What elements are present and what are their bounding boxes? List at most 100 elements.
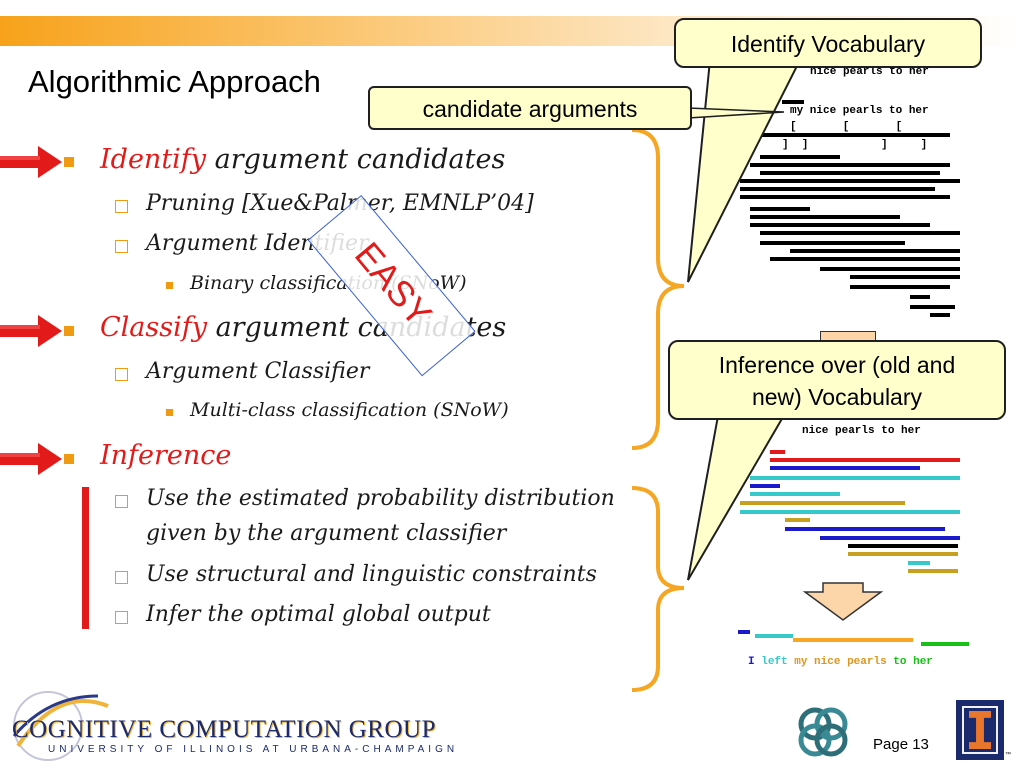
callout-identify-vocabulary: Identify Vocabulary bbox=[674, 18, 982, 68]
red-vertical-bar bbox=[82, 487, 89, 629]
parse-tree-bottom: nice pearls to her bbox=[730, 420, 1024, 580]
tree-bar bbox=[750, 223, 930, 227]
callout-pointer-candidate bbox=[688, 107, 785, 119]
callout-inference-vocabulary: Inference over (old and new) Vocabulary bbox=[668, 340, 1006, 420]
curly-brace-top bbox=[631, 128, 685, 450]
sub-bullet-icon bbox=[115, 571, 128, 584]
tree-bar bbox=[770, 466, 920, 470]
tree-bar bbox=[785, 527, 945, 531]
sub-bullet-estimated-line1: Use the estimated probability distributi… bbox=[146, 486, 615, 511]
tree-bar bbox=[740, 179, 960, 183]
tree-bar bbox=[820, 267, 960, 271]
callout-candidate-arguments: candidate arguments bbox=[368, 86, 692, 130]
tree-bar bbox=[760, 231, 960, 235]
bullet-identify: Identify argument candidates bbox=[100, 144, 505, 175]
word-nice: nice bbox=[814, 656, 841, 668]
result-diagram: I left my nice pearls to her bbox=[735, 626, 1015, 676]
tree-bar bbox=[750, 207, 810, 211]
tree-bar bbox=[760, 241, 905, 245]
word-to: to bbox=[893, 656, 907, 668]
result-bar bbox=[793, 638, 913, 642]
tree-bar bbox=[760, 133, 950, 137]
page-number: Page 13 bbox=[873, 736, 929, 753]
sentence-text: my nice pearls to her bbox=[790, 105, 929, 117]
tree-bar bbox=[740, 501, 905, 505]
word-left: left bbox=[761, 656, 788, 668]
word-my: my bbox=[794, 656, 808, 668]
tree-bar bbox=[760, 171, 940, 175]
sentence-text: nice pearls to her bbox=[802, 425, 921, 437]
callout-text: candidate arguments bbox=[422, 96, 638, 122]
callout-text-line1: Inference over (old and bbox=[718, 352, 956, 378]
word-pearls: pearls bbox=[847, 656, 887, 668]
result-bar bbox=[738, 630, 750, 634]
tree-bar bbox=[785, 518, 810, 522]
down-arrow-icon bbox=[803, 582, 883, 621]
tree-bar bbox=[848, 552, 958, 556]
tree-bar bbox=[750, 476, 960, 480]
sub-bullet-icon bbox=[115, 495, 128, 508]
bullet-emphasis: Identify bbox=[100, 144, 207, 175]
bullet-inference: Inference bbox=[100, 440, 232, 471]
tree-bar bbox=[750, 492, 840, 496]
bullet-emphasis: Classify bbox=[100, 312, 207, 343]
bracket-row: [ [ [ bbox=[790, 121, 903, 133]
bullet-square-icon bbox=[64, 157, 74, 167]
logo-main-text: COGNITIVE COMPUTATION GROUP bbox=[12, 716, 436, 743]
word-her: her bbox=[913, 656, 933, 668]
sentence-text: nice pearls to her bbox=[810, 66, 929, 78]
tree-bar bbox=[770, 450, 785, 454]
callout-pointer-inference bbox=[687, 405, 792, 581]
result-bar bbox=[755, 634, 793, 638]
illinois-i-logo-icon bbox=[956, 700, 1004, 760]
cognitive-computation-group-logo: COGNITIVE COMPUTATION GROUP UNIVERSITY O… bbox=[8, 691, 454, 761]
sub-sub-bullet-icon bbox=[166, 409, 173, 416]
tree-bar bbox=[910, 305, 955, 309]
curly-brace-bottom bbox=[631, 486, 685, 692]
bullet-square-icon bbox=[64, 454, 74, 464]
tree-bar bbox=[790, 249, 960, 253]
bullet-square-icon bbox=[64, 326, 74, 336]
tree-bar bbox=[740, 510, 960, 514]
logo-sub-text: UNIVERSITY OF ILLINOIS AT URBANA-CHAMPAI… bbox=[48, 744, 459, 755]
trademark-label: ™ bbox=[1005, 752, 1011, 758]
bracket-row: ] ] ] ] bbox=[782, 139, 928, 151]
tree-bar bbox=[740, 187, 935, 191]
tree-bar bbox=[850, 285, 950, 289]
tree-bar bbox=[820, 536, 960, 540]
red-right-arrow-icon bbox=[0, 315, 62, 347]
tree-bar bbox=[848, 544, 958, 548]
sub-bullet-argument-classifier: Argument Classifier bbox=[146, 359, 370, 384]
sub-bullet-icon bbox=[115, 611, 128, 624]
sub-bullet-icon bbox=[115, 200, 128, 213]
sub-sub-bullet-icon bbox=[166, 282, 173, 289]
result-sentence: I left my nice pearls to her bbox=[748, 656, 933, 668]
red-right-arrow-icon bbox=[0, 443, 62, 475]
sub-bullet-icon bbox=[115, 368, 128, 381]
sub-bullet-estimated-line2: given by the argument classifier bbox=[146, 521, 507, 546]
tree-bar bbox=[908, 561, 930, 565]
tree-bar bbox=[910, 295, 930, 299]
celtic-knot-logo-icon bbox=[798, 707, 848, 757]
tree-bar bbox=[750, 215, 900, 219]
sub-bullet-optimal: Infer the optimal global output bbox=[146, 602, 491, 627]
tree-bar bbox=[770, 458, 960, 462]
tree-bar bbox=[760, 155, 840, 159]
sub-bullet-icon bbox=[115, 240, 128, 253]
result-bar bbox=[921, 642, 969, 646]
tree-bar bbox=[750, 163, 950, 167]
tree-bar bbox=[750, 484, 780, 488]
callout-text-line2: new) Vocabulary bbox=[751, 384, 923, 410]
word-i: I bbox=[748, 656, 755, 668]
tree-bar bbox=[770, 257, 960, 261]
bullet-text: argument candidates bbox=[206, 144, 506, 175]
slide-title: Algorithmic Approach bbox=[28, 64, 321, 99]
tree-bar bbox=[740, 195, 950, 199]
parse-tree-top: nice pearls to her my nice pearls to her… bbox=[730, 60, 1024, 330]
sub-bullet-constraints: Use structural and linguistic constraint… bbox=[146, 562, 597, 587]
tree-bar bbox=[850, 275, 960, 279]
tree-bar bbox=[908, 569, 958, 573]
swoosh-logo-icon bbox=[12, 691, 109, 761]
sub-sub-bullet-multiclass: Multi-class classification (SNoW) bbox=[190, 399, 509, 421]
tree-bar bbox=[930, 313, 950, 317]
